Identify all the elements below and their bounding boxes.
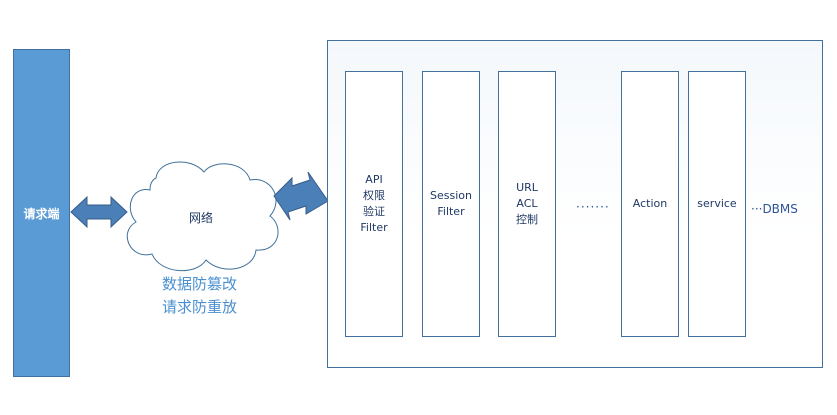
pipeline-ellipsis: ······· [576,200,610,214]
column-action: Action [621,71,679,337]
feature-tamper-proof: 数据防篡改 [162,275,238,293]
feature-replay-proof: 请求防重放 [162,298,238,316]
column-session-line-1: Session [430,189,472,202]
network-label: 网络 [189,211,214,225]
column-url-line-1: URL [516,181,538,194]
column-session-line-2: Filter [437,205,465,218]
column-session-filter: Session Filter [422,71,480,337]
column-api-line-3: 验证 [363,205,385,218]
client-network-arrow [70,195,128,229]
dbms-label: ···DBMS [751,202,798,216]
client-bar: 请求端 [13,49,70,377]
network-server-arrow [273,171,329,221]
column-api-line-4: Filter [360,221,388,234]
column-service: service [688,71,746,337]
column-url-acl: URL ACL 控制 [498,71,556,337]
network-cloud-icon [126,161,279,272]
client-label: 请求端 [23,206,60,221]
column-api-line-2: 权限 [363,189,385,202]
column-service-line-1: service [697,197,737,210]
column-api-filter: API 权限 验证 Filter [345,71,403,337]
column-url-line-2: ACL [516,197,538,210]
column-action-line-1: Action [632,197,668,210]
column-url-line-3: 控制 [516,213,538,226]
column-api-line-1: API [365,173,383,186]
